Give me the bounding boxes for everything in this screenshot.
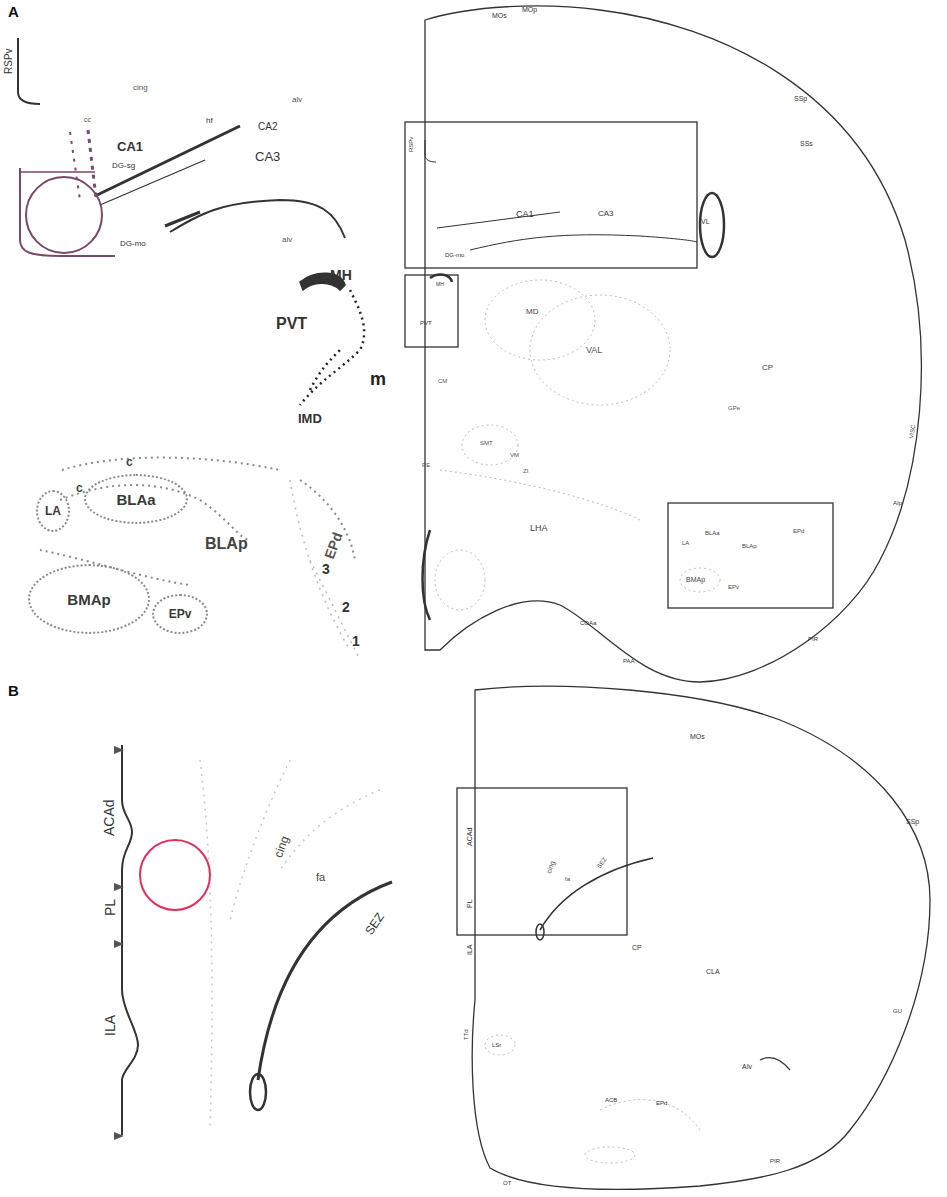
atlas-label: DG-sg <box>112 162 135 170</box>
atlas-label: DG-mo <box>445 252 464 258</box>
atlas-label: RSPv <box>408 137 414 152</box>
atlas-label: LHA <box>530 524 548 533</box>
atlas-label: alv <box>282 236 292 244</box>
atlas-label: MOs <box>492 12 507 19</box>
atlas-label: cing <box>272 834 291 859</box>
atlas-label: PL <box>103 899 117 916</box>
region-outline: EPv <box>152 594 208 634</box>
atlas-label: SSp <box>906 818 919 825</box>
atlas-label: COAa <box>580 620 596 626</box>
atlas-label: CA1 <box>117 140 143 153</box>
atlas-label: TTd <box>463 1029 469 1040</box>
atlas-label: fa <box>565 876 570 882</box>
atlas-label: LSr <box>492 1042 501 1048</box>
atlas-label: CA1 <box>516 210 534 219</box>
atlas-label: CLA <box>706 968 720 975</box>
atlas-label: MD <box>526 308 538 316</box>
atlas-label: cing <box>133 84 148 92</box>
region-label: BLAa <box>116 492 155 507</box>
atlas-label: MH <box>330 268 352 282</box>
atlas-label: GU <box>893 1008 902 1014</box>
region-outline: BMAp <box>28 564 150 634</box>
atlas-label: BLAa <box>705 530 720 536</box>
atlas-label: BMAp <box>686 576 705 583</box>
atlas-label: 1 <box>352 634 360 648</box>
atlas-label: A <box>8 4 19 19</box>
atlas-label: AIp <box>893 500 902 506</box>
atlas-label: PL <box>466 899 473 908</box>
atlas-label: ZI <box>523 468 528 474</box>
atlas-label: SSp <box>794 95 807 102</box>
atlas-label: CA2 <box>258 122 277 132</box>
atlas-label: EPd <box>322 530 344 560</box>
atlas-label: ACAd <box>102 799 116 836</box>
atlas-label: EPd <box>656 1100 667 1106</box>
atlas-label: AIv <box>742 1063 752 1070</box>
atlas-label: ILA <box>103 1015 117 1036</box>
region-label: BMAp <box>67 592 110 607</box>
region-label: EPv <box>169 608 192 620</box>
atlas-label: alv <box>292 96 302 104</box>
region-outline: BLAa <box>84 474 188 524</box>
atlas-label: OT <box>503 1180 511 1186</box>
atlas-label: ACAd <box>466 828 473 846</box>
atlas-label: SMT <box>480 440 493 446</box>
atlas-label: c <box>76 482 83 494</box>
atlas-label: CA3 <box>255 150 280 163</box>
atlas-label: SSs <box>800 140 813 147</box>
atlas-label: hf <box>206 117 213 125</box>
region-outline: LA <box>36 490 70 532</box>
atlas-label: EPv <box>728 584 739 590</box>
atlas-label: 3 <box>322 562 330 576</box>
atlas-label: LA <box>682 540 689 546</box>
atlas-label: CP <box>632 944 642 951</box>
atlas-label: PVT <box>420 320 432 326</box>
region-label: LA <box>45 505 61 517</box>
atlas-label: PVT <box>276 316 307 332</box>
atlas-label: cc <box>84 116 91 123</box>
atlas-label: CA3 <box>598 210 614 218</box>
atlas-label: IMD <box>298 412 322 425</box>
atlas-label: MH <box>436 282 444 287</box>
atlas-label: 2 <box>342 600 350 614</box>
atlas-label: VAL <box>586 346 602 355</box>
atlas-label: ACB <box>605 1097 617 1103</box>
atlas-label: RE <box>422 462 430 468</box>
atlas-label: DG-mo <box>120 240 146 248</box>
atlas-label: VM <box>510 452 519 458</box>
atlas-label: CP <box>762 364 773 372</box>
atlas-label: BLAp <box>742 543 757 549</box>
atlas-label: cing <box>545 860 556 874</box>
atlas-label: MOs <box>690 733 705 740</box>
atlas-label: PAA <box>623 658 635 664</box>
atlas-label: BLAp <box>205 536 248 552</box>
atlas-label: m <box>370 370 386 388</box>
atlas-label: GPe <box>728 405 740 411</box>
atlas-label: MOp <box>522 6 537 13</box>
atlas-label: VISC <box>908 424 916 439</box>
atlas-label: RSPv <box>4 48 14 74</box>
atlas-label: fa <box>316 872 325 883</box>
atlas-label: SEZ <box>363 911 386 937</box>
atlas-label: c <box>126 456 133 468</box>
atlas-label: VL <box>701 218 710 225</box>
atlas-label: PIR <box>808 636 818 642</box>
atlas-label: ILA <box>466 944 473 955</box>
atlas-label: SEZ <box>596 856 608 869</box>
atlas-label: PIR <box>770 1158 780 1164</box>
atlas-label: B <box>8 683 19 698</box>
atlas-label: CM <box>438 378 447 384</box>
atlas-label: EPd <box>793 528 804 534</box>
